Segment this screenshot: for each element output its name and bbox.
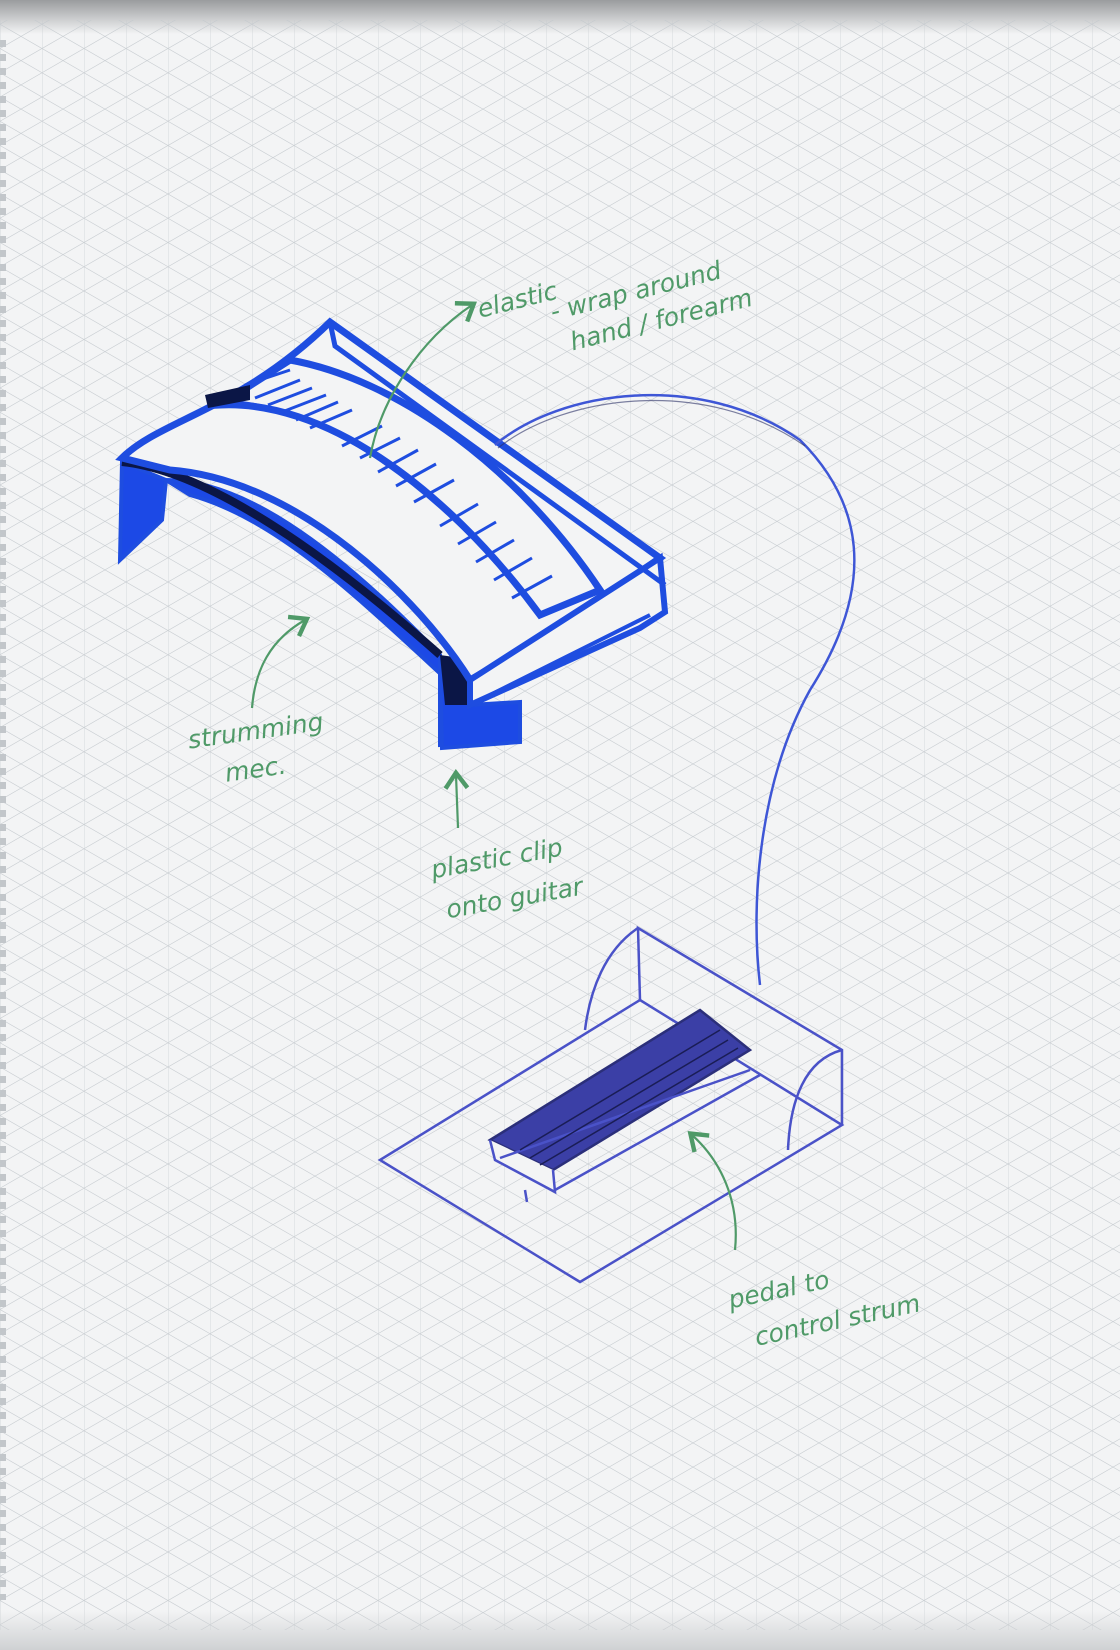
page-bottom-shadow bbox=[0, 1610, 1120, 1650]
isometric-grid bbox=[0, 20, 1120, 1630]
